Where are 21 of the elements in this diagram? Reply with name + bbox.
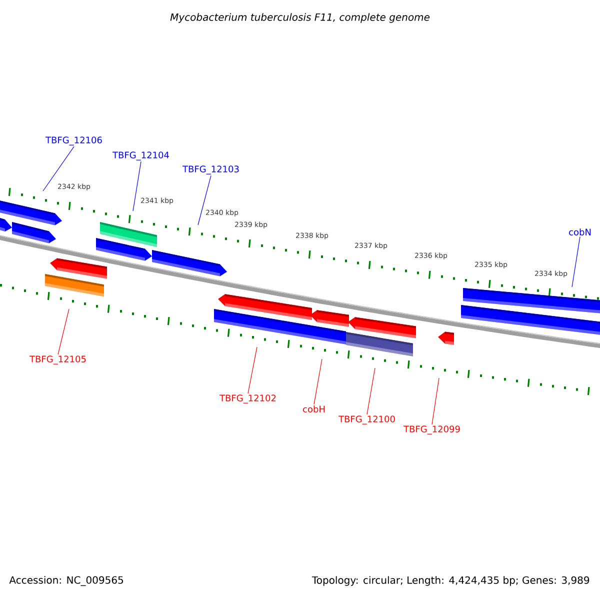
- leader-line: [572, 236, 580, 288]
- leader-line: [198, 175, 212, 226]
- gene-label: TBFG_12100: [338, 416, 395, 424]
- leader-line: [432, 378, 440, 425]
- gene-label: TBFG_12099: [404, 426, 460, 434]
- gene-label: TBFG_12103: [182, 166, 239, 174]
- title: Mycobacterium tuberculosis F11, complete genome: [170, 13, 430, 23]
- gene-label: cobN: [569, 228, 591, 236]
- gene-label: TBFG_12104: [112, 152, 169, 160]
- gene-label: TBFG_12105: [30, 356, 86, 364]
- gene-label: TBFG_12106: [46, 136, 102, 146]
- genome-info-text: Topology: circular; Length: 4,424,435 bp; Genes: 3,989: [312, 576, 590, 586]
- gene-label: TBFG_12102: [220, 394, 276, 404]
- leader-line: [248, 346, 258, 394]
- accession-text: Accession: NC_009565: [9, 576, 124, 586]
- leader-line: [42, 146, 74, 192]
- gene-label: cobH: [303, 406, 325, 412]
- leader-line: [366, 368, 376, 415]
- leader-line: [314, 358, 322, 405]
- leader-line: [132, 161, 142, 212]
- leader-line: [58, 308, 70, 355]
